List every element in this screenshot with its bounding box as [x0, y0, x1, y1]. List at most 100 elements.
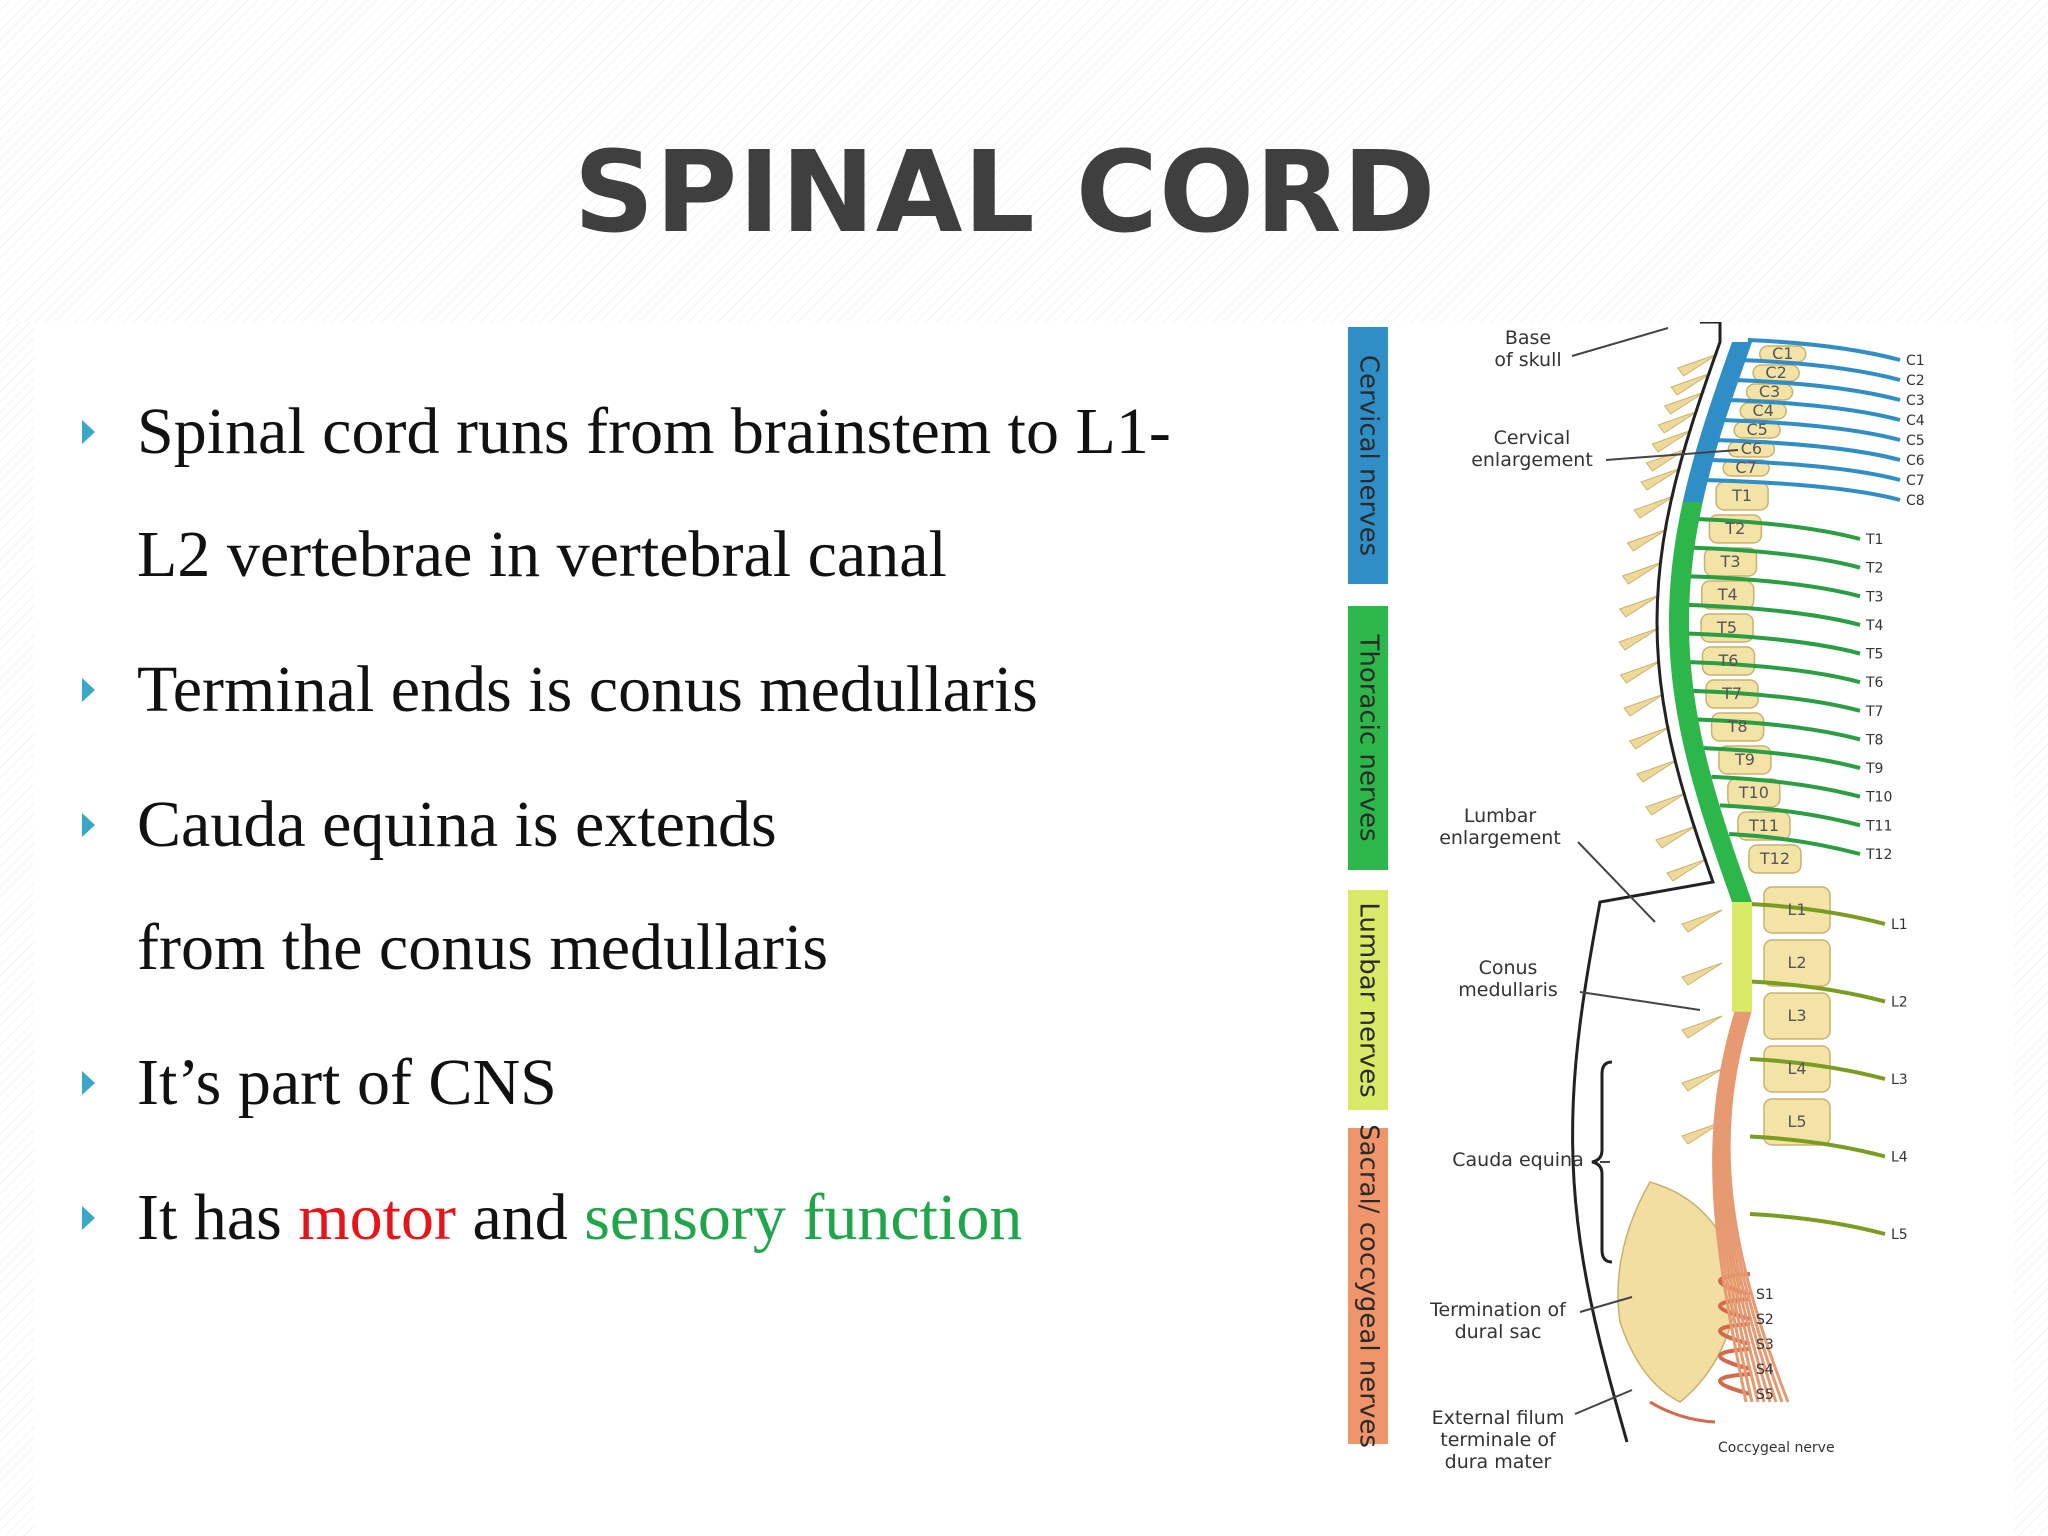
nerve-label: C4 [1906, 413, 1925, 429]
spinous-process [1681, 1068, 1723, 1092]
filum-terminale-text: dura mater [1445, 1451, 1552, 1473]
bullet-text: Spinal cord runs from brainstem to L1-L2… [137, 395, 1171, 591]
vertebra-label: L4 [1787, 1059, 1806, 1078]
cauda-equina-strand [1718, 1011, 1766, 1403]
vertebra-label: L2 [1787, 953, 1806, 972]
left-margin-pattern [0, 322, 34, 1536]
cauda-equina-strand [1727, 1011, 1790, 1403]
lumbar-enlargement-text: enlargement [1439, 827, 1561, 849]
spinous-process [1681, 1015, 1723, 1039]
nerve-label: L3 [1891, 1072, 1908, 1088]
base-of-skull-leader [1571, 327, 1669, 357]
nerve-label: S2 [1756, 1312, 1774, 1328]
filum-terminale-text: terminale of [1440, 1429, 1557, 1451]
spinal-nerve [1719, 803, 1861, 828]
region-label: Thoracic nerves [1354, 633, 1384, 841]
vertebra-label: C3 [1759, 382, 1780, 401]
cauda-equina-text: Cauda equina [1452, 1149, 1583, 1171]
vertebral-body [1763, 886, 1831, 934]
slide-title: SPINAL CORD [573, 128, 1437, 258]
spinal-nerve [1749, 1057, 1886, 1081]
spinous-process [1618, 627, 1660, 651]
spinous-process [1663, 391, 1705, 415]
vertebra-label: T3 [1720, 552, 1741, 571]
region-bar [1348, 890, 1388, 1110]
dural-sheath [1571, 322, 1722, 1443]
spinal-nerve [1749, 1212, 1886, 1236]
vertebra-label: T11 [1748, 816, 1779, 835]
vertebra-label: C2 [1765, 363, 1786, 382]
vertebra-label: T10 [1738, 783, 1769, 802]
nerve-label: S4 [1756, 1362, 1774, 1378]
nerve-label: L2 [1891, 995, 1908, 1011]
region-label: Cervical nerves [1354, 355, 1384, 556]
cauda-equina-strand [1723, 1011, 1778, 1403]
base-of-skull-text: of skull [1494, 349, 1561, 371]
nerve-label: T10 [1865, 790, 1892, 806]
spinal-nerve [1727, 398, 1901, 422]
spinal-nerve [1749, 1134, 1886, 1159]
vertebra-label: T4 [1717, 585, 1738, 604]
vertebral-body [1763, 992, 1831, 1040]
dural-sac-termination-leader [1579, 1296, 1633, 1313]
region-bar [1348, 327, 1388, 584]
spinal-nerves [1649, 338, 1901, 1424]
nerve-label: T7 [1865, 704, 1883, 720]
vertebral-body [1748, 844, 1802, 874]
vertebra-label: C4 [1753, 401, 1774, 420]
spinous-process [1651, 429, 1693, 453]
nerve-label: C5 [1906, 433, 1925, 449]
vertebra-label: L1 [1787, 900, 1806, 919]
spinal-nerve [1709, 458, 1901, 482]
vertebra-label: T8 [1727, 717, 1748, 736]
vertebra-label: C6 [1741, 439, 1762, 458]
spinal-cord [1669, 342, 1790, 1403]
nerve-label: C3 [1906, 393, 1925, 409]
vertebra-label: T1 [1731, 486, 1752, 505]
spinal-nerve [1703, 746, 1861, 771]
spinous-process [1681, 962, 1723, 986]
spinous-process [1655, 825, 1697, 849]
vertebral-body [1745, 383, 1794, 401]
bullet-arrow-icon [82, 678, 95, 702]
spinal-nerve [1687, 631, 1861, 656]
spinous-process [1645, 792, 1687, 816]
sensory-words: sensory function [584, 1181, 1023, 1254]
bullet-item: It has motor and sensory function [80, 1156, 1230, 1279]
nerve-label: T8 [1865, 732, 1883, 748]
spinal-nerve [1687, 602, 1861, 627]
dural-sac-termination-text: dural sac [1455, 1321, 1542, 1343]
cauda-equina-strand [1712, 1011, 1748, 1403]
spinous-process [1626, 528, 1668, 552]
nerve-label: T11 [1865, 818, 1892, 834]
spinal-nerve [1703, 478, 1901, 502]
spinous-process [1628, 726, 1670, 750]
vertebral-body [1737, 811, 1791, 841]
nerve-label: C8 [1906, 493, 1925, 509]
bullet-text-prefix: It has [137, 1181, 299, 1254]
nerve-label: T9 [1865, 761, 1883, 777]
spinal-nerve [1689, 660, 1861, 685]
vertebra-label: C7 [1735, 458, 1756, 477]
cauda-equina-strand [1716, 1011, 1760, 1403]
nerve-label: T1 [1865, 532, 1883, 548]
spinous-process [1681, 909, 1723, 933]
spinal-cord-diagram: C1C2C3C4C5C6C7T1T2T3T4T5T6T7T8T9T10T11T1… [1348, 322, 1925, 1473]
cauda-equina-strand [1721, 1011, 1772, 1403]
vertebra-label: T12 [1759, 849, 1790, 868]
coccygeal-nerve-label: Coccygeal nerve [1718, 1440, 1835, 1456]
header-background [0, 0, 2048, 322]
spinous-process [1676, 353, 1719, 377]
nerve-label: S3 [1756, 1337, 1774, 1353]
nerve-label: T2 [1865, 561, 1883, 577]
vertebral-body [1700, 580, 1755, 610]
spinous-process [1636, 759, 1678, 783]
spinous-process [1670, 372, 1712, 396]
region-label: Sacral/ coccygeal nerves [1354, 1124, 1384, 1448]
spinal-nerve [1692, 688, 1861, 713]
conus-medullaris-text: Conus [1479, 957, 1538, 979]
spinal-nerve [1688, 574, 1861, 599]
cervical-cord-segment [1682, 342, 1752, 502]
filum-terminale-leader [1574, 1389, 1633, 1415]
